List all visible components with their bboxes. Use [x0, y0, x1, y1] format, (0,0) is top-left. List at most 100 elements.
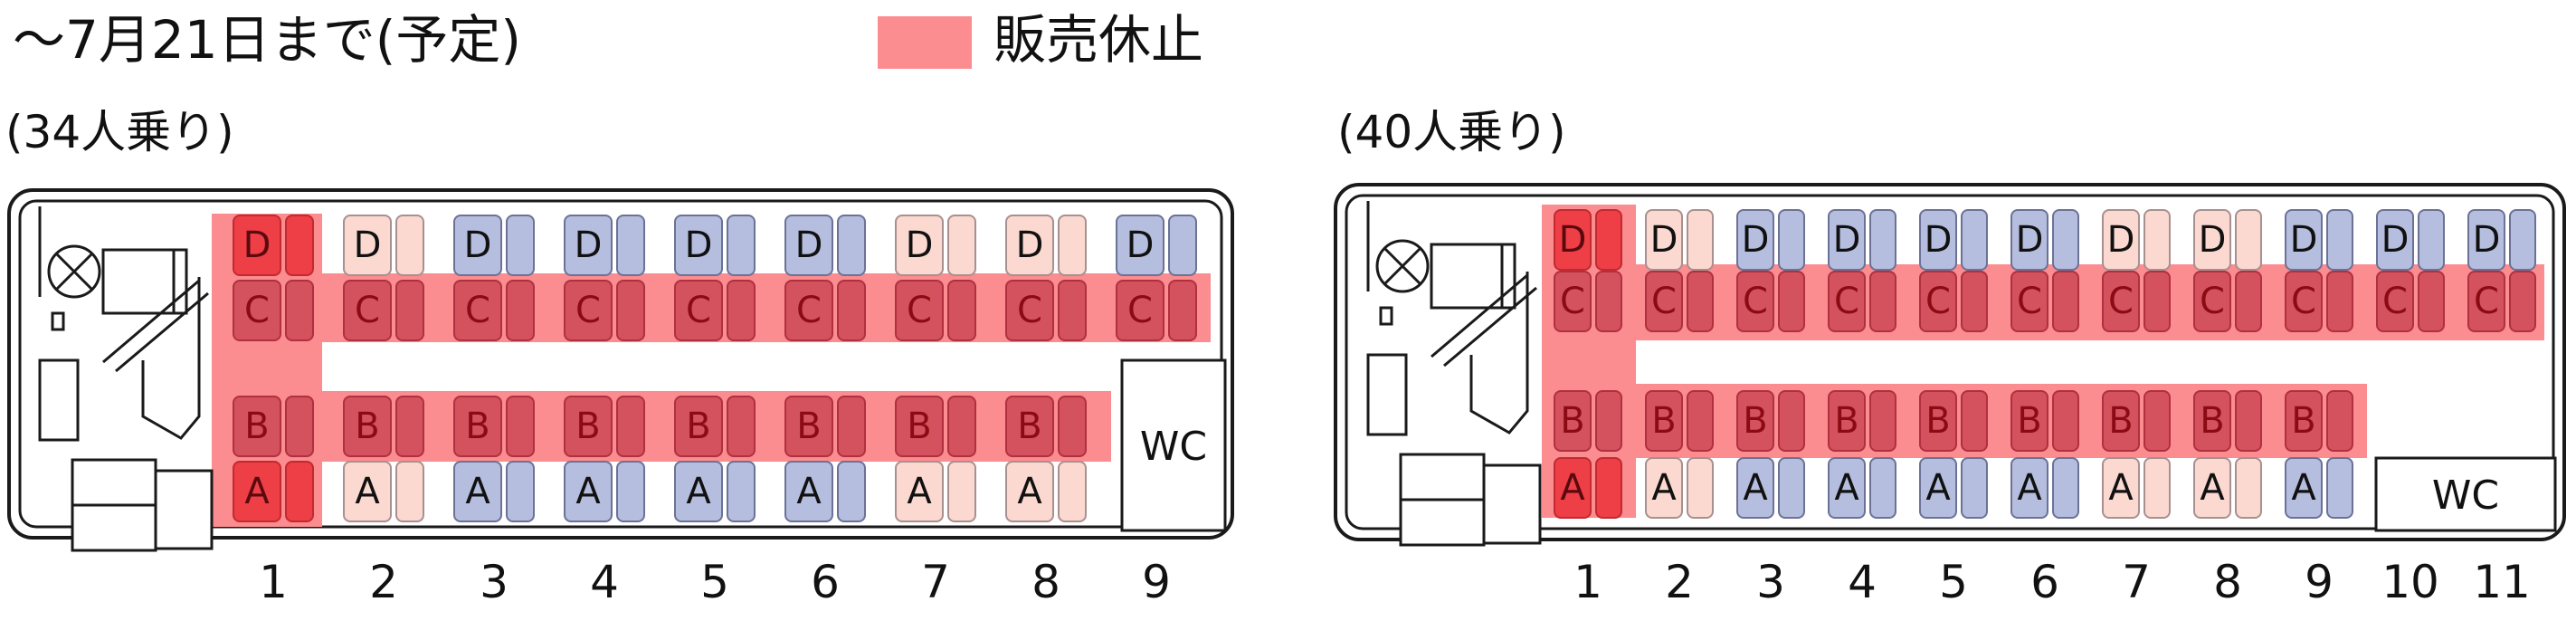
column-number-8: 8: [2213, 556, 2242, 608]
seat-b-2-label: B: [355, 406, 379, 447]
seat-a-5-back: [727, 461, 756, 522]
suspended-legend-swatch: [878, 16, 972, 69]
seat-c-10-label: C: [2382, 281, 2408, 322]
seat-d-7-cushion: [895, 215, 944, 276]
seat-d-3-label: D: [1742, 219, 1770, 261]
seat-c-1-cushion: [1554, 271, 1592, 332]
control-icon: [1379, 306, 1393, 326]
seat-a-4-back: [1869, 457, 1896, 519]
seat-d-5-label: D: [1925, 219, 1953, 261]
seat-a-3-back: [1778, 457, 1805, 519]
seat-c-9-cushion: [2285, 271, 2323, 332]
seat-c-11-cushion: [2467, 271, 2505, 332]
seat-d-1-label: D: [1559, 219, 1587, 261]
seat-d-8-label: D: [2199, 219, 2227, 261]
seat-c-4-cushion: [564, 280, 613, 341]
seat-d-1-cushion: [233, 215, 281, 276]
seat-b-1-cushion: [233, 396, 281, 457]
column-number-9: 9: [1142, 556, 1171, 608]
seat-a-6-back: [2052, 457, 2079, 519]
seat-a-2-label: A: [355, 471, 380, 512]
seat-a-3-cushion: [453, 461, 502, 522]
seat-c-6-cushion: [2010, 271, 2048, 332]
seat-c-9-label: C: [1127, 290, 1153, 331]
seat-b-2-cushion: [1645, 390, 1683, 452]
seat-a-3-cushion: [1736, 457, 1774, 519]
seat-c-5-cushion: [1919, 271, 1957, 332]
seat-b-7-back: [2143, 390, 2171, 452]
column-number-11: 11: [2473, 556, 2531, 608]
seat-d-10-cushion: [2376, 209, 2414, 271]
seat-c-1-back: [1595, 271, 1622, 332]
console-icon: [38, 358, 80, 442]
seat-c-7-back: [2143, 271, 2171, 332]
seat-c-3-cushion: [453, 280, 502, 341]
seat-a-1-cushion: [1554, 457, 1592, 519]
seat-d-7-back: [947, 215, 976, 276]
seat-b-6-back: [2052, 390, 2079, 452]
seat-b-4-cushion: [564, 396, 613, 457]
seat-a-5-cushion: [1919, 457, 1957, 519]
seat-c-5-back: [727, 280, 756, 341]
seat-c-9-back: [1168, 280, 1197, 341]
seat-d-6-back: [837, 215, 866, 276]
seat-c-1-back: [285, 280, 314, 341]
seat-b-9-back: [2326, 390, 2353, 452]
seat-d-9-cushion: [2285, 209, 2323, 271]
layout-34-title: (34人乗り): [5, 106, 234, 158]
seat-d-9-cushion: [1116, 215, 1164, 276]
seat-d-11-label: D: [2473, 219, 2501, 261]
seat-a-8-back: [1058, 461, 1087, 522]
seat-d-8-label: D: [1016, 224, 1044, 266]
seat-a-1-back: [1595, 457, 1622, 519]
seat-c-2-cushion: [1645, 271, 1683, 332]
seat-b-3-label: B: [1743, 400, 1767, 442]
seat-a-1-back: [285, 461, 314, 522]
entry-stairs-icon: [141, 277, 201, 440]
seat-b-4-back: [616, 396, 645, 457]
column-number-4: 4: [590, 556, 619, 608]
seat-b-7-back: [947, 396, 976, 457]
entry-door-icon: [1431, 273, 1537, 368]
column-number-2: 2: [369, 556, 398, 608]
seat-c-5-cushion: [674, 280, 723, 341]
seat-c-8-label: C: [2200, 281, 2225, 322]
seat-b-2-back: [395, 396, 424, 457]
seat-a-8-cushion: [2193, 457, 2231, 519]
seat-a-7-back: [947, 461, 976, 522]
column-number-8: 8: [1031, 556, 1060, 608]
seat-a-6-label: A: [796, 471, 822, 512]
column-number-9: 9: [2305, 556, 2334, 608]
seat-d-4-back: [1869, 209, 1896, 271]
seat-b-3-label: B: [465, 406, 490, 447]
seat-c-8-back: [2235, 271, 2262, 332]
seat-c-4-label: C: [1834, 281, 1859, 322]
seat-c-9-cushion: [1116, 280, 1164, 341]
seat-d-2-back: [395, 215, 424, 276]
luggage-side-icon: [1482, 463, 1542, 545]
seat-d-9-label: D: [2290, 219, 2318, 261]
seat-a-4-cushion: [1828, 457, 1866, 519]
seat-b-8-label: B: [1017, 406, 1041, 447]
seat-c-11-label: C: [2474, 281, 2499, 322]
seat-d-9-label: D: [1126, 224, 1155, 266]
seat-b-9-cushion: [2285, 390, 2323, 452]
console-icon: [1366, 353, 1408, 436]
seat-d-1-back: [1595, 209, 1622, 271]
steering-wheel-spokes-icon: [54, 252, 94, 291]
luggage-side-icon: [154, 469, 214, 550]
column-number-1: 1: [259, 556, 288, 608]
seat-d-6-label: D: [795, 224, 823, 266]
column-number-4: 4: [1848, 556, 1877, 608]
column-number-6: 6: [2030, 556, 2059, 608]
schedule-note: 〜7月21日まで(予定): [13, 9, 521, 71]
seat-b-3-back: [1778, 390, 1805, 452]
seat-d-6-cushion: [784, 215, 833, 276]
seat-a-5-label: A: [1925, 467, 1951, 509]
seat-a-7-label: A: [2108, 467, 2134, 509]
seat-a-2-cushion: [343, 461, 392, 522]
seat-d-5-back: [1961, 209, 1988, 271]
wc-label: WC: [2432, 473, 2499, 519]
seat-c-8-back: [1058, 280, 1087, 341]
seat-b-9-label: B: [2291, 400, 2315, 442]
